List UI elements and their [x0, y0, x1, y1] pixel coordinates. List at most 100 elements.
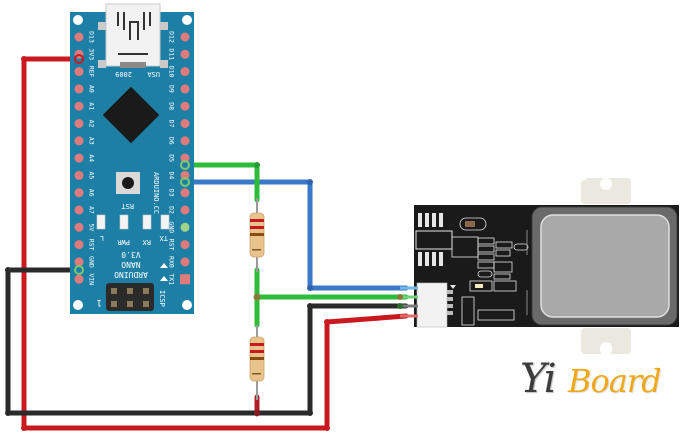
pin-label-left-a3: A3: [88, 137, 96, 145]
pin-pad-right-d3[interactable]: [180, 188, 190, 198]
led-l: [96, 214, 106, 230]
label-led-tx: TX: [159, 234, 168, 242]
pin-label-right-d9: D9: [168, 85, 176, 93]
wire-endpoints: [397, 286, 418, 318]
wire-red-vcc: [21, 56, 409, 431]
capacitor: [465, 221, 475, 227]
usb-connector: [98, 3, 168, 68]
wire-bend-dots: [5, 56, 330, 431]
pin-pad-right-d7[interactable]: [180, 119, 190, 128]
pin-pad-left-vin[interactable]: [74, 274, 84, 284]
pin-label-left-a6: A6: [88, 189, 96, 197]
tx-arrow-icon: [160, 276, 168, 281]
pin-pad-right-gnd[interactable]: [180, 222, 190, 232]
mcu-chip: [102, 86, 160, 144]
pin-label-right-d12: D12: [168, 31, 176, 43]
wire-black-gnd: [5, 267, 409, 416]
pin-pad-right-d9[interactable]: [180, 84, 190, 94]
pin-pad-left-a0[interactable]: [74, 84, 84, 94]
pin-pad-right-tx1[interactable]: [180, 274, 190, 285]
led-tx: [160, 214, 170, 230]
pin-label-right-d3: D3: [168, 189, 176, 197]
pin-label-right-d5: D5: [168, 154, 176, 162]
pin-label-left-3v3: 3V3: [88, 48, 96, 60]
pin-label-left-a1: A1: [88, 102, 96, 110]
pin-label-left-vin: VIN: [88, 273, 96, 285]
pin-label-right-d6: D6: [168, 137, 176, 145]
pin-pad-left-a5[interactable]: [74, 170, 84, 180]
fingerprint-sensor: [414, 205, 679, 328]
label-usa: USA: [147, 70, 160, 78]
pin-pad-left-gnd[interactable]: [74, 257, 84, 267]
pin-label-right-d7: D7: [168, 120, 176, 128]
pin-pad-left-a7[interactable]: [74, 205, 84, 215]
pin-label-left-d13: D13: [88, 31, 96, 43]
pin-label-left-a5: A5: [88, 171, 96, 179]
pin-label-left-a7: A7: [88, 206, 96, 214]
led-rx: [142, 214, 152, 230]
label-led-rx: RX: [142, 238, 151, 246]
led-pwr: [119, 214, 129, 230]
pin-pad-right-d12[interactable]: [180, 32, 190, 42]
label-site: ARDUINO.CC: [152, 172, 160, 214]
pin-connections: [74, 54, 190, 275]
resistor-r1: [249, 212, 265, 258]
pin-pad-left-a6[interactable]: [74, 188, 84, 198]
junction-dot: [253, 293, 261, 301]
pin-label-right-gnd: GND: [168, 221, 176, 233]
pin-pad-left-a4[interactable]: [74, 153, 84, 163]
pin-label-right-d8: D8: [168, 102, 176, 110]
pin-label-right-d11: D11: [168, 48, 176, 60]
pin-pad-left-a2[interactable]: [74, 119, 84, 128]
rx-arrow-icon: [160, 263, 168, 268]
label-version: V3.0: [121, 250, 140, 259]
pin-pad-right-rx0[interactable]: [180, 257, 190, 267]
pin-pad-left-rst[interactable]: [74, 240, 84, 250]
pin-label-left-a2: A2: [88, 120, 96, 128]
logo-text-board: Board: [568, 362, 662, 400]
label-led-l: L: [100, 234, 104, 242]
logo-text-yi: Yi: [520, 356, 556, 402]
sensor-connector[interactable]: [416, 282, 456, 328]
pin-label-left-ref: REF: [88, 66, 96, 78]
pin-label-left-gnd: GND: [88, 256, 96, 268]
pin-pad-right-d11[interactable]: [180, 49, 190, 59]
label-name: ARDUINO: [114, 270, 148, 279]
pin-label-right-rx0: RX0: [168, 256, 176, 268]
pin-pad-right-d2[interactable]: [180, 205, 190, 215]
pin-pad-left-a3[interactable]: [74, 136, 84, 146]
label-year: 2009: [115, 70, 132, 78]
pin-label-left-rst: RST: [88, 239, 96, 251]
reset-button[interactable]: [116, 172, 140, 194]
label-rst-button: RST: [121, 202, 134, 210]
pin-pad-right-rst[interactable]: [180, 240, 190, 250]
pin-label-left-5v: 5V: [88, 223, 96, 231]
yiboard-logo: Yi Board: [520, 356, 670, 406]
pin-pad-right-d10[interactable]: [180, 67, 190, 77]
pin-label-right-tx1: TX1: [168, 273, 176, 285]
pin-label-right-d10: D10: [168, 66, 176, 78]
pin-pad-right-d5[interactable]: [180, 153, 190, 163]
label-pin-one: 1: [97, 297, 102, 307]
pin-pad-right-d6[interactable]: [180, 136, 190, 146]
fingerprint-window: [540, 214, 670, 318]
pin-pad-left-5v[interactable]: [74, 222, 84, 232]
sensor-bracket: [581, 178, 631, 356]
pin-label-right-d4: D4: [168, 171, 176, 179]
pin-pad-left-d13[interactable]: [74, 32, 84, 42]
pin-label-right-rst: RST: [168, 239, 176, 251]
pin-pad-left-a1[interactable]: [74, 101, 84, 111]
icsp-header: [106, 283, 154, 311]
label-model: NANO: [121, 260, 140, 269]
pin-pad-left-ref[interactable]: [74, 67, 84, 77]
label-led-pwr: PWR: [117, 238, 130, 246]
pin-pad-right-d8[interactable]: [180, 101, 190, 111]
resistor-r2: [249, 336, 265, 382]
wire-blue-d4: [180, 179, 409, 291]
pin-label-left-a4: A4: [88, 154, 96, 162]
label-icsp: ICSP: [158, 290, 166, 307]
